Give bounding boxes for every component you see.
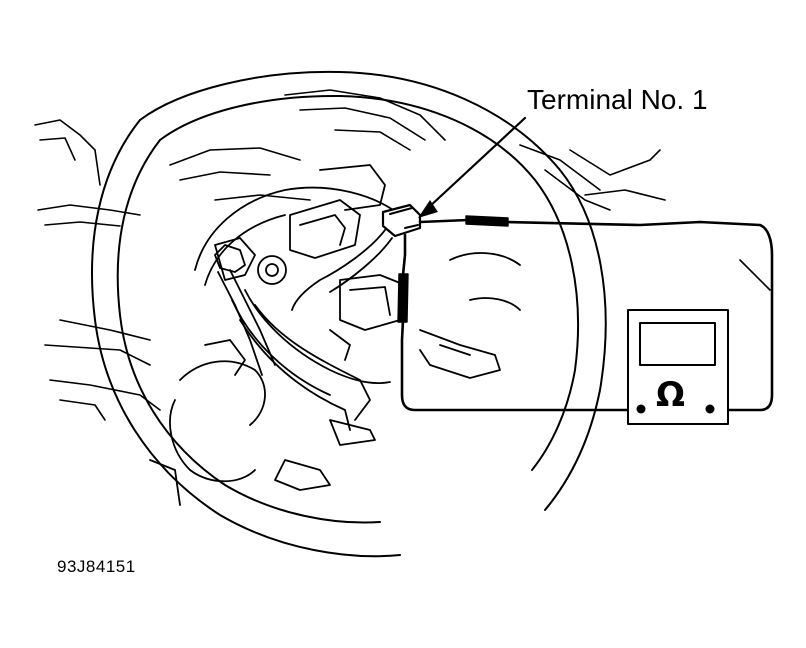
connector-icon [381, 203, 422, 238]
clock-spring-harness [291, 229, 393, 311]
steering-wheel-lower-spoke [149, 304, 376, 506]
callout-arrow [418, 116, 527, 218]
mounting-bracket [214, 244, 276, 376]
probe-red [465, 215, 509, 227]
terminal-callout-label: Terminal No. 1 [527, 84, 708, 115]
dashboard-lines [34, 89, 771, 421]
steering-wheel-hub [194, 164, 521, 396]
figure-id: 93J84151 [57, 557, 136, 576]
test-lead-red [418, 218, 774, 412]
test-lead-black [400, 233, 642, 412]
steering-wheel-rim [91, 70, 607, 558]
ohmmeter-icon [627, 309, 729, 425]
probe-black [397, 273, 409, 323]
ohm-symbol: Ω [656, 375, 685, 415]
